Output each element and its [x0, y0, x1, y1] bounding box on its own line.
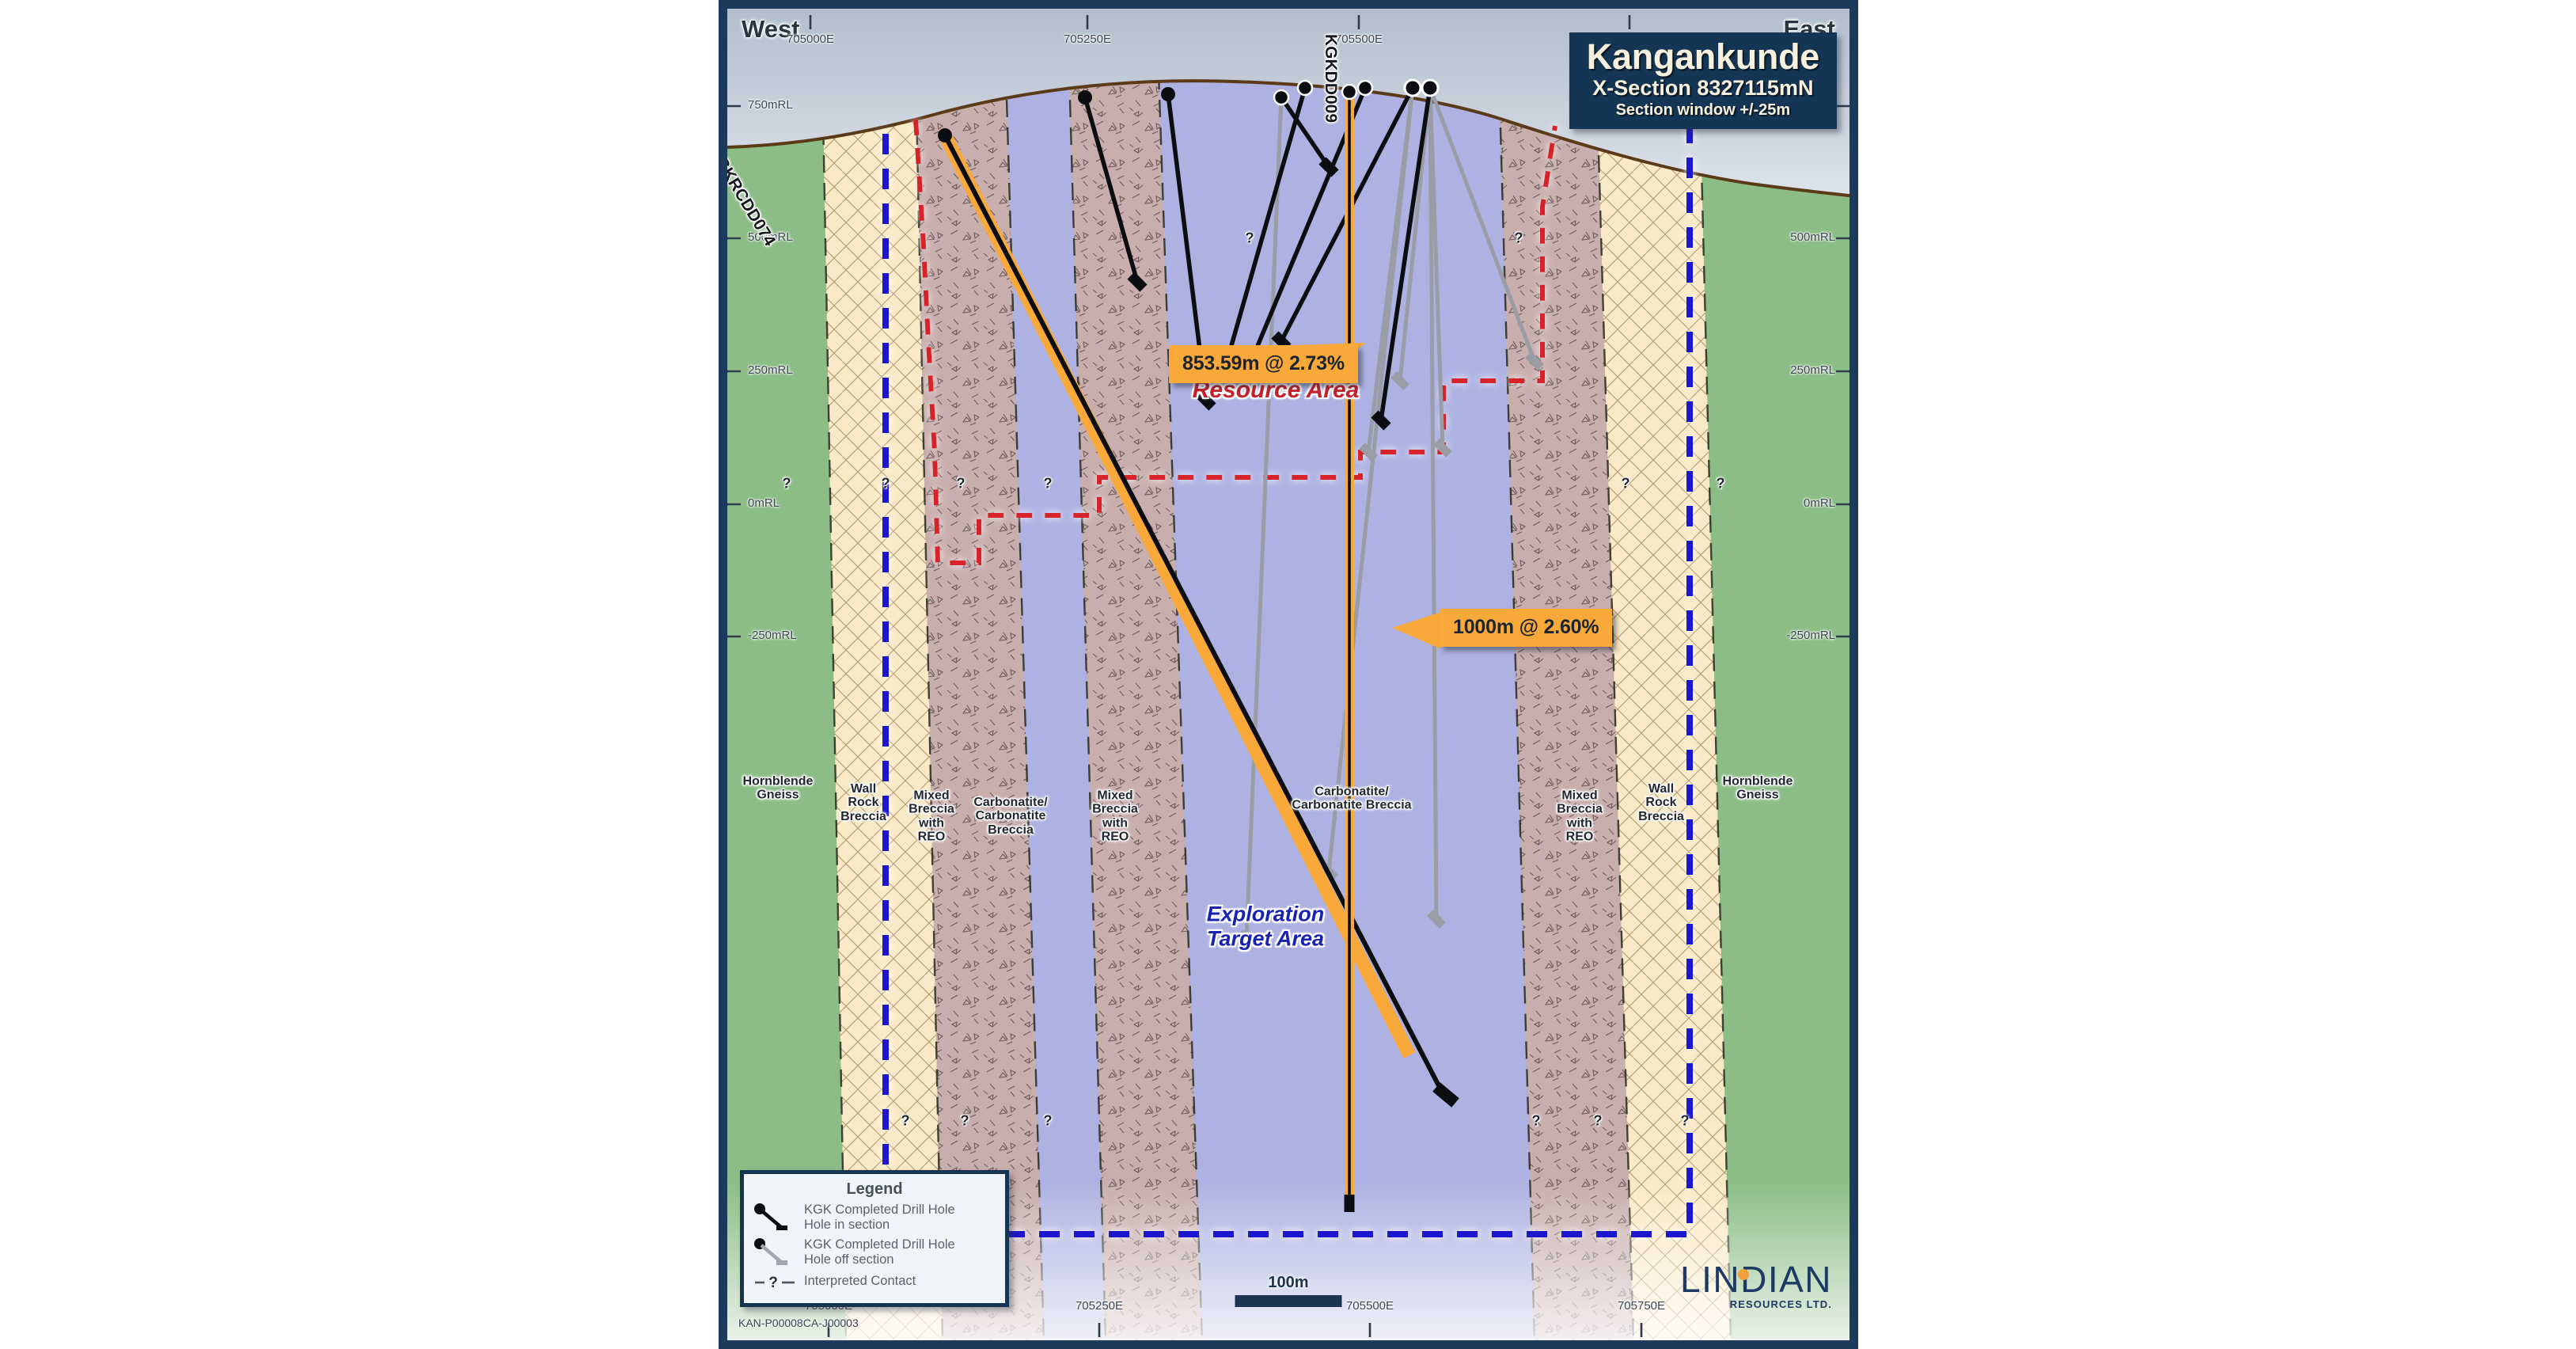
geology-canvas: [727, 15, 1849, 1340]
logo-subtitle: RESOURCES LTD.: [1729, 1298, 1832, 1310]
rl-label-right: 0mRL: [1803, 496, 1835, 510]
query-mark: ?: [960, 1112, 969, 1129]
legend-item-hole-off-section: KGK Completed Drill Hole Hole off sectio…: [753, 1237, 996, 1268]
query-mark: ?: [1245, 230, 1254, 246]
easting-label-top: 705500E: [1334, 32, 1383, 46]
interpreted-contact-icon: ?: [755, 1275, 795, 1290]
legend-item-text: Interpreted Contact: [804, 1273, 916, 1288]
easting-label-bottom: 705250E: [1075, 1299, 1124, 1313]
intercept-callout-1000: 1000m @ 2.60%: [1440, 609, 1613, 647]
legend: Legend KGK Completed Drill Hole Hole in …: [740, 1170, 1009, 1307]
rl-label-left: 0mRL: [748, 496, 780, 510]
company-logo: LINDIAN RESOURCES LTD.: [1680, 1258, 1832, 1310]
query-mark: ?: [956, 475, 966, 492]
rl-label-right: -250mRL: [1786, 629, 1835, 642]
drill-holes-off-section: [1244, 87, 1537, 940]
query-mark: ?: [1621, 475, 1630, 492]
easting-label-bottom: 705750E: [1617, 1299, 1666, 1313]
rl-label-left: -250mRL: [748, 629, 797, 642]
easting-label-top: 705000E: [786, 32, 835, 46]
logo-dot-icon: [1738, 1268, 1750, 1280]
drawing-number: KAN-P00008CA-J00003: [738, 1317, 859, 1329]
scale-bar-label: 100m: [1268, 1274, 1309, 1291]
intercept-callout-1000-text: 1000m @ 2.60%: [1440, 609, 1613, 647]
scale-bar-graphic: [1235, 1295, 1342, 1307]
drill-hole-off-section-icon: [754, 1238, 787, 1265]
logo-wordmark: LINDIAN: [1680, 1258, 1832, 1300]
legend-item-interpreted-contact: ? Interpreted Contact: [753, 1271, 996, 1290]
rl-label-left: 500mRL: [748, 230, 793, 244]
intercept-callout-853: 853.59m @ 2.73%: [1169, 345, 1358, 383]
section-window: Section window +/-25m: [1615, 101, 1791, 119]
title-block: Kangankunde X-Section 8327115mN Section …: [1569, 32, 1837, 129]
query-mark: ?: [1593, 1112, 1603, 1129]
drill-hole-in-section-icon: [754, 1203, 787, 1230]
exploration-target-boundary: [882, 127, 1693, 1237]
unit-label-carbonatite-core: Carbonatite/Carbonatite Breccia: [1292, 785, 1412, 812]
compass-west: West: [742, 15, 800, 43]
topography-surface: [727, 79, 1849, 197]
rl-label-right: 250mRL: [1790, 363, 1835, 377]
query-mark: ?: [1043, 475, 1053, 492]
hole-label-KGKDD009: KGKDD009: [1322, 34, 1340, 124]
rl-label-left: 750mRL: [748, 98, 793, 112]
intercept-callout-853-text: 853.59m @ 2.73%: [1169, 345, 1358, 383]
query-mark: ?: [1514, 230, 1523, 246]
project-title: Kangankunde: [1586, 36, 1820, 77]
query-mark: ?: [901, 1112, 910, 1129]
rl-label-left: 250mRL: [748, 363, 793, 377]
rl-label-right: 500mRL: [1790, 230, 1835, 244]
resource-boundary: [913, 119, 1557, 565]
legend-title: Legend: [846, 1180, 903, 1198]
legend-item-text: KGK Completed Drill Hole Hole in section: [804, 1203, 955, 1232]
query-mark: ?: [1716, 475, 1725, 492]
section-title: X-Section 8327115mN: [1592, 75, 1814, 100]
geology-body: [727, 81, 1849, 1340]
scale-bar: 100m: [1235, 1274, 1342, 1307]
drill-collars: [938, 78, 1440, 142]
query-mark: ?: [881, 475, 890, 492]
query-mark: ?: [1680, 1112, 1690, 1129]
drill-holes-in-section: [1083, 86, 1432, 421]
svg-text:?: ?: [768, 1275, 778, 1290]
easting-label-top: 705250E: [1063, 32, 1112, 46]
axis-ticks: [727, 15, 1849, 1337]
cross-section-figure: ? ? ? ? ? ? ? ? ? ? ? ? ? ? West East 70…: [719, 0, 1858, 1349]
easting-label-bottom: 705500E: [1345, 1299, 1394, 1313]
query-mark: ?: [782, 475, 791, 492]
legend-item-text: KGK Completed Drill Hole Hole off sectio…: [804, 1237, 955, 1267]
query-mark: ?: [1531, 1112, 1541, 1129]
legend-item-hole-in-section: KGK Completed Drill Hole Hole in section: [753, 1202, 996, 1233]
hole-KGKRCDD074: [939, 132, 1459, 1108]
query-mark: ?: [1043, 1112, 1053, 1129]
